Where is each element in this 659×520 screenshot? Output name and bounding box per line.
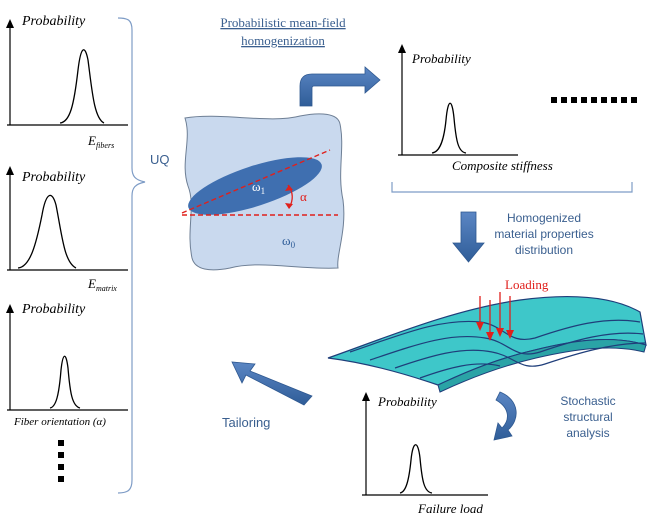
omega0-label: ω0 [282,233,296,250]
fiber-axis [181,149,331,214]
homogenized-line2: material properties [494,227,593,241]
plot-failure-ylabel: Probability [377,394,437,409]
homogenized-line1: Homogenized [507,211,581,225]
homogenized-line3: distribution [515,243,573,257]
fiber-inclusion [188,157,322,215]
plot-composite-stiffness: Probability Composite stiffness [398,44,553,173]
rve-patch: α ω1 ω0 [181,113,345,271]
stochastic-arrow [493,391,517,441]
plot-orientation: Probability Fiber orientation (α) [6,302,128,428]
stochastic-line1: Stochastic [560,394,615,408]
tailoring-arrow [231,361,313,406]
plot-orientation-xlabel: Fiber orientation (α) [13,416,106,428]
tailoring-label: Tailoring [222,415,270,430]
homogenization-title-line1: Probabilistic mean-field [220,15,346,30]
omega1-label: ω1 [252,179,265,196]
stochastic-line3: analysis [566,426,609,440]
alpha-label: α [300,189,307,204]
plot-failure-xlabel: Failure load [417,501,483,516]
homogenization-title-line2: homogenization [241,33,325,48]
more-parameters-dots [58,440,64,482]
plot-matrix-xlabel: Ematrix [87,276,117,293]
uq-label: UQ [150,152,170,167]
more-samples-dots [551,97,637,103]
plot-fibers-ylabel: Probability [21,14,86,29]
homogenized-down-arrow [452,211,485,263]
plot-orientation-ylabel: Probability [21,302,86,317]
homogenization-arrow [299,66,381,107]
plot-fibers: Probability Efibers [6,14,128,150]
left-brace [117,17,146,494]
stochastic-line2: structural [563,410,612,424]
stiffness-bracket [391,182,633,193]
curved-shell [327,296,647,393]
plot-fibers-xlabel: Efibers [87,133,114,150]
plot-composite-xlabel: Composite stiffness [452,158,553,173]
plot-matrix-ylabel: Probability [21,170,86,185]
loading-label: Loading [505,277,549,292]
loading-arrows [476,292,514,341]
plot-composite-ylabel: Probability [411,51,471,66]
plot-matrix: Probability Ematrix [6,166,128,293]
plot-failure-load: Probability Failure load [362,392,488,516]
